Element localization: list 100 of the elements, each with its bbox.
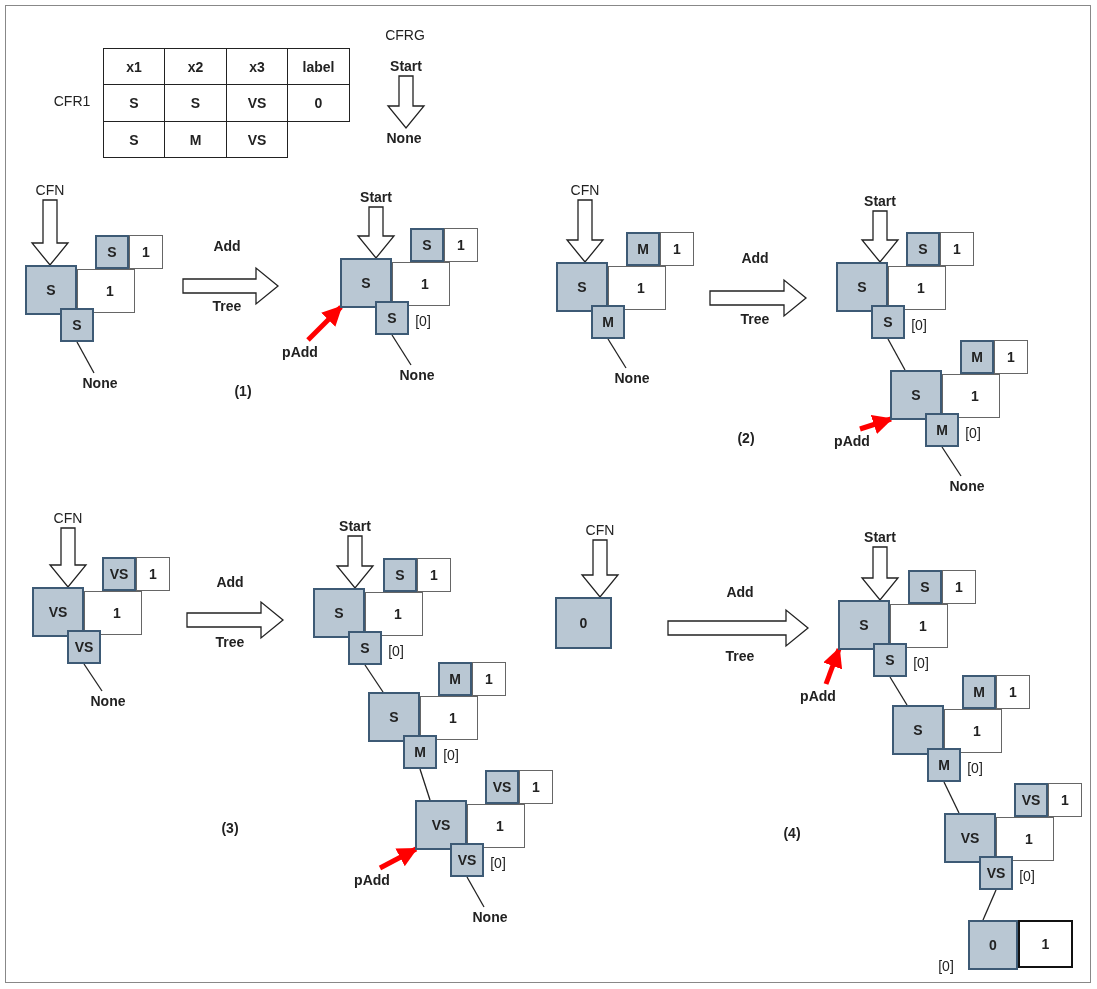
connector-line [943, 781, 960, 814]
hollow-arrow [565, 199, 605, 264]
count-panel: 1 [420, 696, 478, 740]
index-label: [0] [1019, 868, 1035, 884]
count-box: 1 [940, 232, 974, 266]
feature-box: VS [485, 770, 519, 804]
count-box: 1 [136, 557, 170, 591]
node-label: pAdd [354, 872, 390, 888]
hollow-arrow [386, 75, 426, 130]
feature-box: S [873, 643, 907, 677]
count-box: 1 [942, 570, 976, 604]
step-caption: (4) [783, 825, 801, 841]
feature-box: M [591, 305, 625, 339]
text-label: Tree [725, 648, 755, 664]
node-label: None [614, 370, 650, 386]
count-box: 1 [444, 228, 478, 262]
feature-box: M [626, 232, 660, 266]
text-label: Add [726, 584, 754, 600]
count-panel: 1 [996, 817, 1054, 861]
arrow [859, 415, 893, 435]
text-label: CFRG [385, 27, 425, 43]
count-box: 1 [1018, 920, 1073, 968]
index-label: [0] [913, 655, 929, 671]
step-caption: (1) [234, 383, 252, 399]
feature-box: S [375, 301, 409, 335]
node-label: None [90, 693, 126, 709]
feature-box: VS [450, 843, 484, 877]
connector-line [607, 338, 627, 369]
connector-line [982, 889, 997, 921]
connector-line [83, 663, 103, 692]
feature-box: S [383, 558, 417, 592]
tree-node-box: S [556, 262, 608, 312]
index-label: [0] [490, 855, 506, 871]
count-panel: 1 [392, 262, 450, 306]
tree-node-box: VS [415, 800, 467, 850]
node-label: Start [390, 58, 422, 74]
node-label: None [399, 367, 435, 383]
feature-box: VS [1014, 783, 1048, 817]
count-panel: 1 [365, 592, 423, 636]
feature-box: S [871, 305, 905, 339]
feature-box: M [403, 735, 437, 769]
node-label: CFN [53, 510, 83, 526]
node-label: None [949, 478, 985, 494]
table-cell: label [287, 48, 350, 85]
text-label: Add [213, 238, 241, 254]
node-label: CFN [35, 182, 65, 198]
connector-line [391, 334, 412, 366]
text-label: Tree [215, 634, 245, 650]
count-box: 1 [660, 232, 694, 266]
feature-box: S [906, 232, 940, 266]
tree-node-box: S [313, 588, 365, 638]
index-label: [0] [965, 425, 981, 441]
node-label: pAdd [834, 433, 870, 449]
count-panel: 1 [942, 374, 1000, 418]
tree-node-box: 0 [555, 597, 612, 649]
node-label: CFN [585, 522, 615, 538]
arrow [306, 305, 343, 342]
connector-line [419, 768, 431, 801]
tree-node-box: S [25, 265, 77, 315]
node-label: Start [864, 193, 896, 209]
tree-node-box: S [890, 370, 942, 420]
hollow-arrow [709, 278, 808, 318]
node-label: None [82, 375, 118, 391]
feature-box: M [438, 662, 472, 696]
feature-box: VS [979, 856, 1013, 890]
count-panel: 1 [84, 591, 142, 635]
feature-box: M [925, 413, 959, 447]
hollow-arrow [356, 206, 396, 260]
hollow-arrow [860, 546, 900, 602]
tree-node-box: S [892, 705, 944, 755]
tree-node-box: VS [32, 587, 84, 637]
text-label: Add [741, 250, 769, 266]
hollow-arrow [860, 210, 900, 264]
connector-line [941, 446, 962, 477]
hollow-arrow [186, 600, 285, 640]
hollow-arrow [48, 527, 88, 589]
node-label: pAdd [800, 688, 836, 704]
node-label: pAdd [282, 344, 318, 360]
step-caption: (2) [737, 430, 755, 446]
table-cell: 0 [287, 84, 350, 122]
connector-line [889, 676, 908, 706]
count-box: 1 [519, 770, 553, 804]
text-label: Tree [212, 298, 242, 314]
hollow-arrow [30, 199, 70, 267]
count-panel: 1 [890, 604, 948, 648]
table-cell: S [103, 121, 165, 158]
count-box: 1 [472, 662, 506, 696]
count-panel: 1 [888, 266, 946, 310]
node-label: None [386, 130, 422, 146]
count-panel: 1 [77, 269, 135, 313]
hollow-arrow [580, 539, 620, 599]
feature-box: M [960, 340, 994, 374]
feature-box: S [60, 308, 94, 342]
hollow-arrow [667, 608, 810, 648]
step-caption: (3) [221, 820, 239, 836]
feature-box: M [962, 675, 996, 709]
index-label: [0] [938, 958, 954, 974]
node-label: Start [360, 189, 392, 205]
index-label: [0] [415, 313, 431, 329]
table-cell: VS [226, 121, 288, 158]
